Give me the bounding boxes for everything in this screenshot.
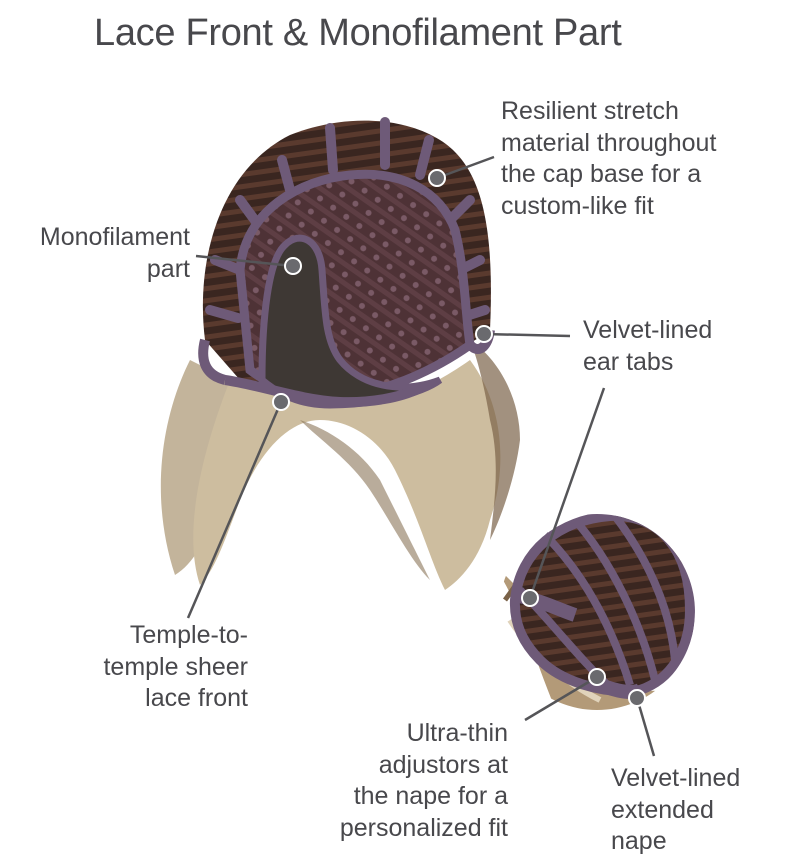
callout-nape-adjustors: Ultra-thin adjustors at the nape for a p… — [339, 719, 508, 842]
callout-ear-tabs: Velvet-lined ear tabs — [583, 316, 713, 376]
callout-dot-stretch — [428, 169, 446, 187]
callout-dot-ear-tabs — [475, 325, 493, 343]
callout-dot-ear-tabs-inset — [521, 589, 539, 607]
main-wig-cap — [198, 117, 495, 409]
diagram-title: Lace Front & Monofilament Part — [94, 12, 622, 54]
callout-monofilament-part: Monofilament part — [39, 223, 190, 283]
callout-dot-adjustors — [588, 668, 606, 686]
callout-stretch-material: Resilient stretch material throughout th… — [501, 97, 717, 220]
callout-extended-nape: Velvet-lined extended nape — [611, 764, 741, 855]
main-wig-hair — [160, 340, 520, 590]
nape-inset — [499, 514, 695, 710]
callout-dot-nape — [628, 689, 646, 707]
callout-lace-front: Temple-to- temple sheer lace front — [103, 621, 248, 712]
leader-lines — [186, 155, 656, 757]
callout-dot-monofilament — [284, 257, 302, 275]
callout-dot-lace-front — [272, 393, 290, 411]
